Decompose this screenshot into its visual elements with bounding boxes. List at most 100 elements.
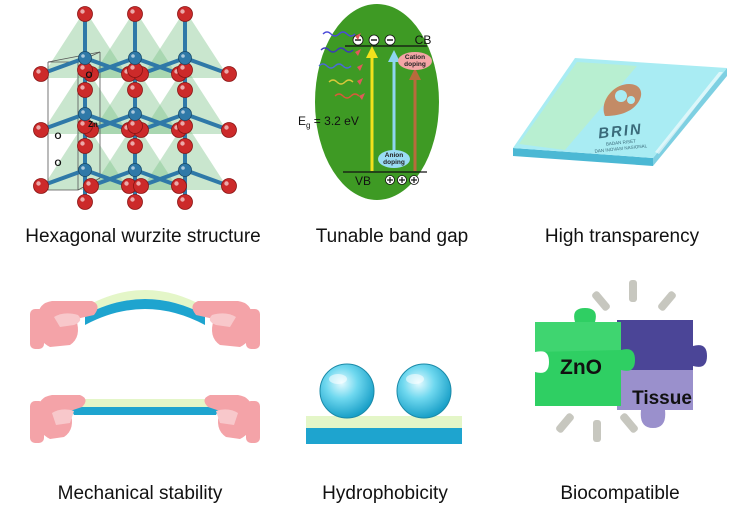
atom-highlight [81,54,85,58]
oxygen-atom [127,6,143,22]
eg-label: Eg = 3.2 eV [298,114,359,130]
atom-label-o-1: O [85,70,92,80]
atom-label-o-3: O [54,158,61,168]
hydrophobicity-panel [300,355,470,455]
transparent-glass-illustration: BRIN BADAN RISET DAN INOVASI NASIONAL [513,58,727,166]
puzzle-label-zno: ZnO [560,356,602,379]
puzzle-purple-top [617,320,707,384]
zinc-atom [178,163,192,177]
lower-right-hand [204,395,260,443]
zinc-atom [128,51,142,65]
atom-highlight [86,181,91,186]
atom-highlight [180,9,185,14]
oxygen-atom [221,122,237,138]
photon-waves [318,31,360,99]
anion-doping-badge [378,150,410,168]
atom-highlight [174,181,179,186]
caption-biocompatible: Biocompatible [560,483,680,504]
puzzle-lilac-bottom [617,370,693,428]
oxygen-atom [77,6,93,22]
hydrophobic-droplets-illustration [306,363,462,444]
atom-highlight [80,9,85,14]
bent-film [85,299,205,325]
atom-highlight [124,181,129,186]
atoms-layer [33,6,237,210]
brand-text: BRIN [597,121,643,143]
oxygen-atom [127,194,143,210]
oxygen-atom [221,66,237,82]
oxygen-atom [177,82,193,98]
brin-logo-icon [603,84,642,116]
atom-label-o-2: O [54,131,61,141]
atom-highlight [80,197,85,202]
atom-highlight [224,125,229,130]
upper-left-hand [30,301,98,349]
cation-doping-badge [398,52,432,70]
zinc-atom [178,107,192,121]
decorative-rays [556,280,676,442]
biocompatible-panel: ZnO Tissue [525,280,735,460]
atom-highlight [130,197,135,202]
atom-highlight [80,121,85,126]
atom-highlight [130,65,135,70]
atom-highlight [180,85,185,90]
svg-text:doping: doping [383,159,405,166]
wurzite-panel: O O O Zn [0,0,290,215]
bent-film-top [85,290,205,315]
glass-side [513,148,653,166]
atom-highlight [80,141,85,146]
atom-highlight [36,69,41,74]
glass-side-right [653,68,727,166]
oxygen-atom [77,82,93,98]
oxygen-atom [33,178,49,194]
atom-highlight [180,141,185,146]
atom-highlight [180,197,185,202]
zinc-atom [178,51,192,65]
wurzite-crystal-illustration: O O O Zn [33,6,237,210]
oxygen-atom [77,194,93,210]
puzzle-label-tissue: Tissue [632,388,692,409]
atom-highlight [80,85,85,90]
atom-highlight [180,121,185,126]
puzzle-green [535,308,635,406]
caption-transparency: High transparency [544,226,700,247]
transparency-panel: BRIN BADAN RISET DAN INOVASI NASIONAL [505,40,735,180]
water-droplet-right [396,363,452,419]
oxygen-atom [177,138,193,154]
caption-wurzite: Hexagonal wurzite structure [25,226,261,247]
svg-text:Cation: Cation [405,54,425,61]
caption-hydrophobicity: Hydrophobicity [322,483,448,504]
mechanical-stability-illustration [30,290,260,443]
upper-right-hand [192,301,260,349]
flat-film [70,407,220,415]
oxygen-atom [221,178,237,194]
biocompatible-puzzle-illustration: ZnO Tissue [535,280,707,442]
oxygen-atom [83,178,99,194]
atom-highlight [131,54,135,58]
atom-highlight [131,166,135,170]
atom-highlight [130,141,135,146]
atom-highlight [181,54,185,58]
vb-label: VB [355,174,371,188]
atom-highlight [80,65,85,70]
atom-highlight [224,181,229,186]
atom-highlight [180,65,185,70]
atom-highlight [136,181,141,186]
atom-highlight [130,9,135,14]
mechanical-panel [30,275,260,465]
oxygen-atom [177,6,193,22]
photon-arrowheads [355,33,365,100]
zinc-atom [78,107,92,121]
atom-highlight [181,110,185,114]
zinc-atom [78,51,92,65]
atom-highlight [131,110,135,114]
atom-highlight [36,125,41,130]
oxygen-atom [171,178,187,194]
atom-highlight [81,110,85,114]
svg-text:doping: doping [404,61,426,68]
caption-mechanical: Mechanical stability [57,483,223,504]
oxygen-atom [133,178,149,194]
oxygen-atom [33,122,49,138]
atom-highlight [130,121,135,126]
water-droplet-left [319,363,375,419]
